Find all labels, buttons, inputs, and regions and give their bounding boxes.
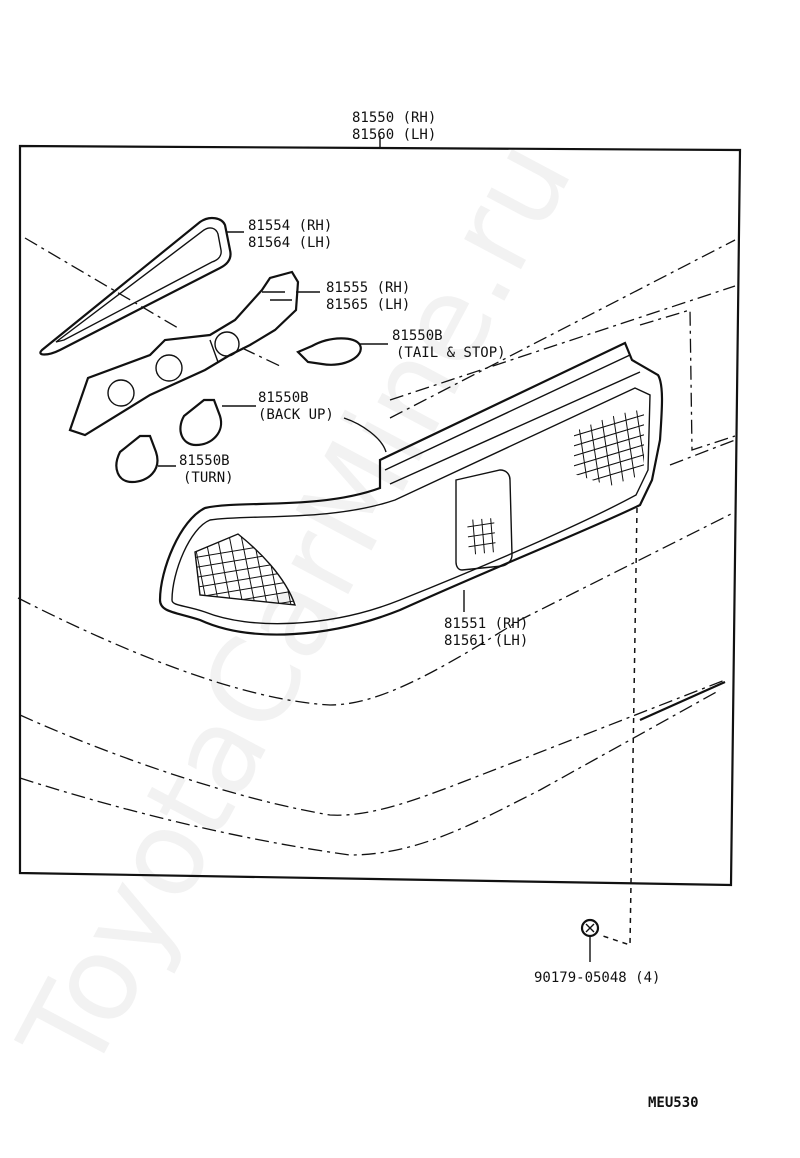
label-bulb-back-desc: (BACK UP) — [258, 407, 334, 423]
mesh-left-zone — [195, 534, 295, 605]
label-screw: 90179-05048 (4) — [534, 970, 660, 986]
label-bulb-tail-desc: (TAIL & STOP) — [396, 345, 506, 361]
label-bulb-back-no: 81550B — [258, 390, 309, 406]
label-gasket-rh: 81554 (RH) — [248, 218, 332, 234]
label-bulb-turn-desc: (TURN) — [183, 470, 234, 486]
mesh-right-zone — [574, 410, 644, 486]
lens-81551 — [158, 341, 664, 636]
bulb-back-up — [179, 398, 256, 447]
label-gasket-lh: 81564 (LH) — [248, 235, 332, 251]
gasket-81554 — [39, 216, 232, 356]
mesh-center-zone — [467, 518, 496, 555]
label-lens-lh: 81561 (LH) — [444, 633, 528, 649]
label-socket-rh: 81555 (RH) — [326, 280, 410, 296]
label-assembly-lh: 81560 (LH) — [352, 127, 436, 143]
watermark: ToyotaCarMine.ru — [0, 118, 599, 1094]
label-bulb-tail-no: 81550B — [392, 328, 443, 344]
diagram-code: MEU530 — [648, 1095, 699, 1111]
body-outline-lines — [17, 237, 736, 856]
socket-wire-81555 — [68, 270, 300, 437]
label-assembly-rh: 81550 (RH) — [352, 110, 436, 126]
mesh-left-outline — [194, 533, 297, 606]
label-lens-rh: 81551 (RH) — [444, 616, 528, 632]
screw-90179 — [580, 507, 638, 962]
label-socket-lh: 81565 (LH) — [326, 297, 410, 313]
label-bulb-turn-no: 81550B — [179, 453, 230, 469]
back-up-leader — [343, 417, 387, 453]
bulb-tail-stop — [296, 337, 388, 366]
assembly-frame — [18, 144, 742, 887]
bulb-turn — [115, 434, 176, 484]
